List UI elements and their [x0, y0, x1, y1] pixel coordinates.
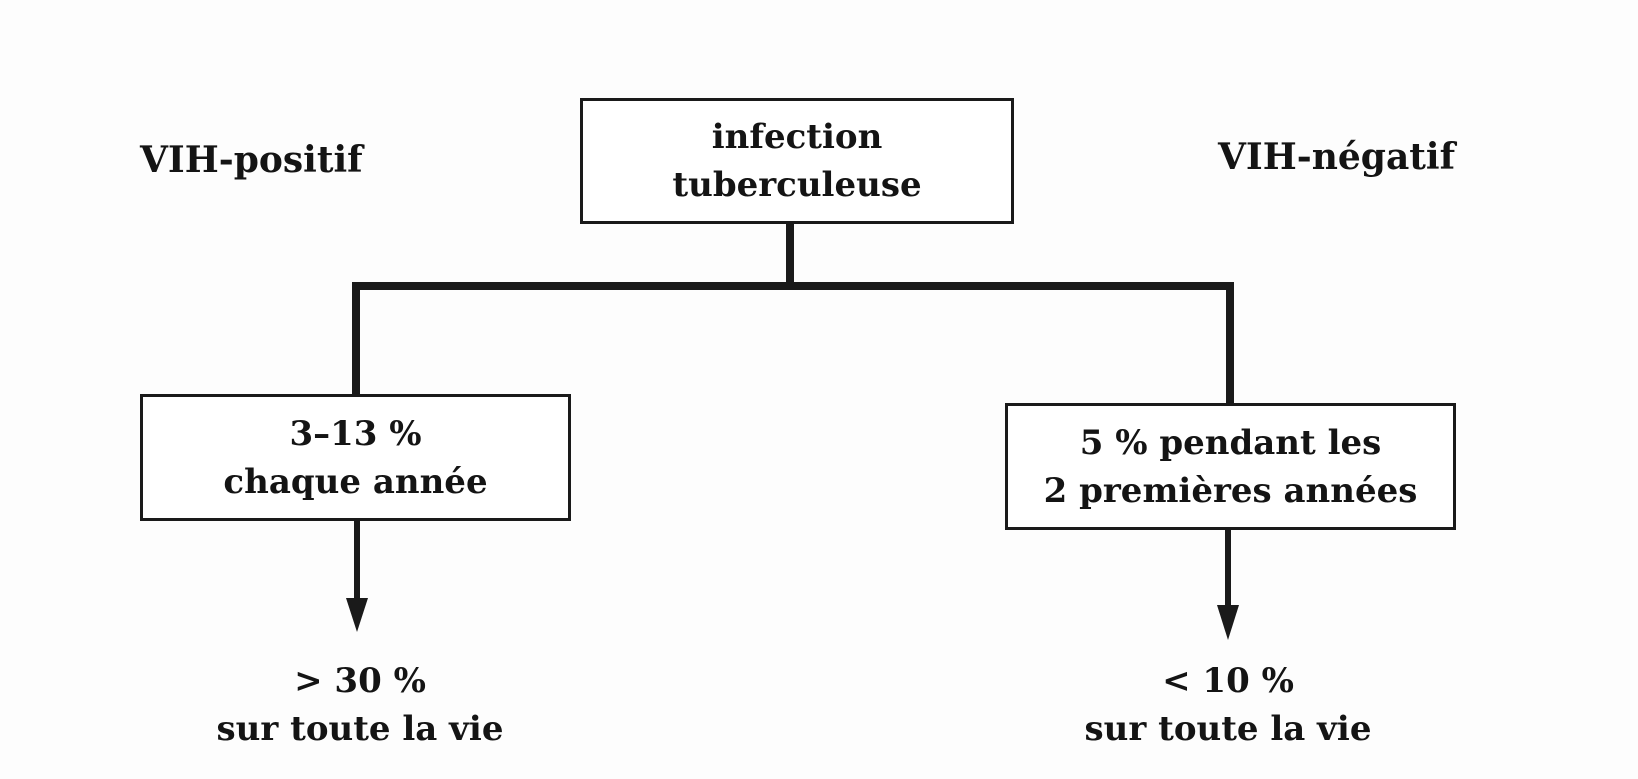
right-box-line-1: 5 % pendant les [1079, 422, 1382, 463]
right-outcome-line-2: sur toute la vie [1084, 709, 1372, 749]
right-box-line-2: 2 premières années [1043, 470, 1418, 511]
left-box-line-2: chaque année [223, 461, 488, 502]
left-outcome-line-1: > 30 % [294, 661, 426, 701]
left-arrowhead-icon [346, 598, 368, 632]
root-box-line-1: infection [711, 117, 883, 157]
right-box: 5 % pendant les 2 premières années [1005, 403, 1456, 530]
root-box-line-2: tuberculeuse [672, 165, 922, 205]
left-box-line-1: 3–13 % [289, 413, 422, 454]
left-group-label: VIH-positif [140, 139, 363, 181]
left-box: 3–13 % chaque année [140, 394, 571, 521]
right-outcome: < 10 % sur toute la vie [1028, 657, 1428, 753]
right-arrowhead-icon [1217, 605, 1239, 640]
left-outcome: > 30 % sur toute la vie [160, 657, 560, 753]
right-group-label: VIH-négatif [1218, 136, 1456, 178]
right-outcome-line-1: < 10 % [1162, 661, 1294, 701]
left-outcome-line-2: sur toute la vie [216, 709, 504, 749]
root-box: infection tuberculeuse [580, 98, 1014, 224]
